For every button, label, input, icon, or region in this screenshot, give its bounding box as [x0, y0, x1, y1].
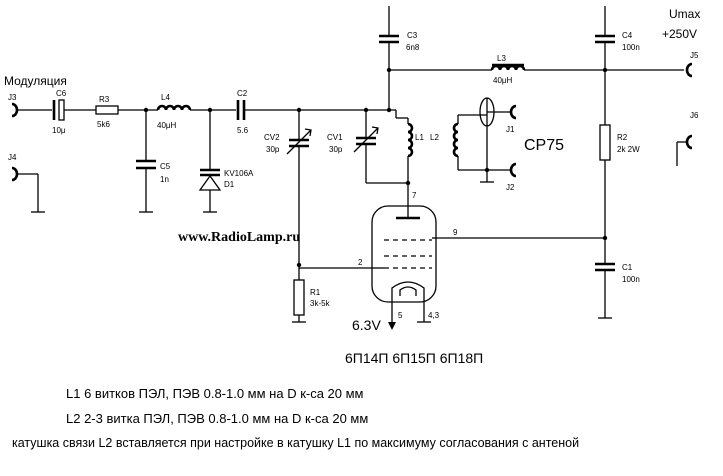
jack-j3: [11, 102, 52, 118]
l3-value: 40μH: [493, 76, 513, 85]
website-label: www.RadioLamp.ru: [178, 230, 300, 245]
supply-voltage: +250V: [662, 27, 697, 41]
inductor-l2: [452, 114, 487, 171]
jack-j5: [685, 62, 693, 78]
l4-label: L4: [161, 93, 170, 102]
jack-j6: [676, 134, 693, 166]
jack-j1: [487, 104, 517, 120]
c3-value: 6n8: [406, 43, 420, 52]
l4-value: 40μH: [157, 121, 177, 130]
l2-label: L2: [430, 133, 439, 142]
pin-5-label: 5: [398, 311, 403, 320]
resistor-r1: [292, 265, 306, 323]
vacuum-tube: [371, 205, 437, 322]
c1-value: 100n: [622, 275, 640, 284]
r3-label: R3: [99, 95, 110, 104]
modulation-label: Модуляция: [4, 74, 67, 88]
j6-label: J6: [690, 111, 699, 120]
inductor-l4: [156, 104, 236, 111]
c4-label: C4: [622, 31, 633, 40]
resistor-r3: [95, 105, 158, 115]
c6-label: C6: [56, 89, 67, 98]
cv2-label: CV2: [264, 133, 280, 142]
inductor-l3: [389, 63, 684, 71]
capacitor-c4: [595, 6, 615, 70]
c5-label: C5: [160, 162, 171, 171]
c2-value: 5.6: [237, 126, 249, 135]
note-l1: L1 6 витков ПЭЛ, ПЭВ 0.8-1.0 мм на D к-с…: [66, 386, 364, 401]
pin-2-label: 2: [358, 258, 363, 267]
capacitor-c3: [379, 6, 399, 110]
capacitor-c5: [136, 110, 156, 213]
pin-7-label: 7: [412, 191, 417, 200]
variable-capacitor-cv1: [353, 110, 408, 184]
pin-43-label: 4,3: [428, 311, 440, 320]
diode-d1: [198, 110, 222, 213]
jack-j4: [11, 166, 45, 213]
c6-value: 10μ: [52, 126, 66, 135]
r3-value: 5k6: [97, 120, 110, 129]
capacitor-c2: [236, 100, 396, 120]
cv2-value: 30p: [266, 145, 280, 154]
c2-label: C2: [237, 89, 248, 98]
note-coupling: катушка связи L2 вставляется при настрой…: [12, 436, 580, 450]
r2-value: 2k 2W: [617, 145, 640, 154]
heater-voltage: 6.3V: [352, 317, 381, 333]
j1-label: J1: [506, 125, 515, 134]
cv1-label: CV1: [327, 133, 343, 142]
c5-value: 1n: [160, 175, 169, 184]
l3-label: L3: [497, 54, 506, 63]
j5-label: J5: [690, 51, 699, 60]
c4-value: 100n: [622, 43, 640, 52]
j3-label: J3: [8, 93, 17, 102]
c1-label: C1: [622, 263, 633, 272]
capacitor-c1: [595, 262, 615, 319]
j2-label: J2: [506, 183, 515, 192]
cv1-value: 30p: [329, 145, 343, 154]
variable-capacitor-cv2: [286, 110, 312, 265]
r2-label: R2: [617, 133, 628, 142]
d1-type: KV106A: [224, 169, 254, 178]
resistor-r2: [599, 70, 611, 264]
umax-label: Umax: [669, 7, 700, 21]
tube-types: 6П14П 6П15П 6П18П: [345, 350, 483, 366]
inductor-l1: [395, 110, 414, 206]
capacitor-c6: [52, 99, 96, 121]
note-l2: L2 2-3 витка ПЭЛ, ПЭВ 0.8-1.0 мм на D к-…: [66, 411, 369, 426]
cp75-label: CP75: [524, 137, 564, 154]
pin-9-label: 9: [453, 228, 458, 237]
l1-label: L1: [415, 133, 424, 142]
d1-label: D1: [224, 180, 235, 189]
c3-label: C3: [407, 31, 418, 40]
jack-j2: [487, 162, 517, 178]
r1-label: R1: [310, 288, 321, 297]
j4-label: J4: [8, 153, 17, 162]
r1-value: 3k-5k: [310, 299, 331, 308]
